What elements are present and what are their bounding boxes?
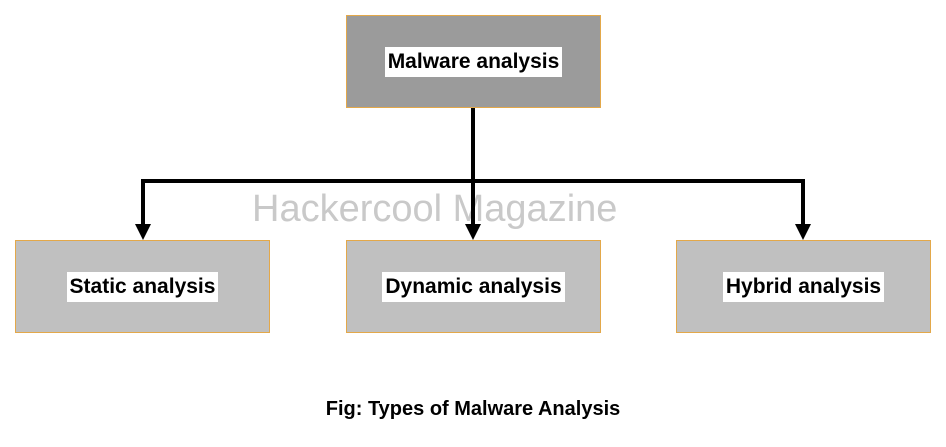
watermark: Hackercool Magazine (252, 188, 618, 230)
node-label: Malware analysis (384, 46, 563, 77)
arrow-hybrid (795, 224, 811, 240)
figure-caption: Fig: Types of Malware Analysis (325, 398, 621, 420)
node-dynamic-analysis: Dynamic analysis (346, 240, 601, 333)
node-malware-analysis: Malware analysis (346, 15, 601, 108)
branch-line (141, 179, 805, 228)
arrow-static (135, 224, 151, 240)
node-label: Static analysis (66, 271, 219, 302)
node-label: Hybrid analysis (722, 271, 885, 302)
node-label: Dynamic analysis (382, 271, 565, 302)
node-hybrid-analysis: Hybrid analysis (676, 240, 931, 333)
arrow-dynamic (465, 224, 481, 240)
node-static-analysis: Static analysis (15, 240, 270, 333)
